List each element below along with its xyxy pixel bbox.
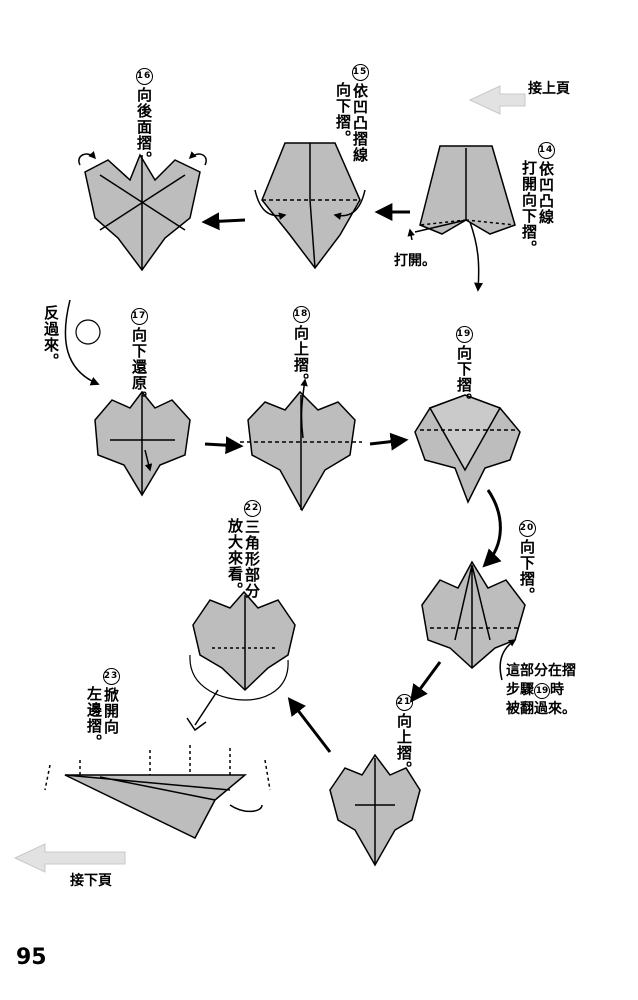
step18-text: 18向上摺。	[292, 306, 310, 389]
flow-arrow-15-16	[201, 212, 246, 231]
note-step-number: 19	[534, 683, 550, 699]
flow-arrow-19-20	[482, 489, 502, 568]
note-pointer-arrow	[499, 639, 517, 681]
step14-text: 14依凹凸線	[537, 142, 555, 225]
turn-over-arrow	[64, 299, 100, 386]
turn-over-text: 反過來。	[42, 305, 60, 369]
step20-number: 20	[518, 520, 536, 537]
step22-model	[192, 590, 296, 692]
step23-model	[44, 745, 271, 839]
step19-number: 19	[455, 326, 473, 343]
step19-text: 19向下摺。	[455, 326, 473, 409]
step15-text: 15依凹凸摺線	[351, 64, 369, 163]
flow-arrow-21-22	[287, 697, 332, 753]
step16-model	[78, 151, 207, 272]
page-number: 95	[16, 945, 47, 970]
step14-model	[407, 145, 516, 292]
step21-text: 21向上摺。	[395, 694, 413, 777]
next-page-arrow[interactable]	[13, 843, 126, 873]
step15-model	[254, 142, 366, 270]
flow-arrow-17-18	[204, 436, 244, 455]
step23-text2: 左邊摺。	[85, 686, 103, 750]
step14-number: 14	[537, 142, 555, 159]
step17-number: 17	[130, 308, 148, 325]
step18-number: 18	[292, 306, 310, 323]
step16-text: 16向後面摺。	[135, 68, 153, 167]
step15-number: 15	[351, 64, 369, 81]
step17-model	[94, 390, 191, 497]
step21-number: 21	[395, 694, 413, 711]
step22-text: 22三角形部分	[243, 500, 261, 599]
step22-number: 22	[243, 500, 261, 517]
step18-model	[240, 378, 362, 512]
prev-page-label[interactable]: 接上頁	[528, 81, 570, 97]
step19-model	[414, 394, 521, 504]
step21-model	[329, 753, 421, 867]
magnify-arrow	[186, 689, 219, 732]
step16-number: 16	[135, 68, 153, 85]
turn-over-loop	[75, 319, 101, 345]
next-page-label[interactable]: 接下頁	[70, 873, 112, 889]
flow-arrow-18-19	[369, 432, 409, 451]
step20-text: 20向下摺。	[518, 520, 536, 603]
flow-arrow-20-21	[409, 661, 442, 703]
step23-text: 23掀開向	[102, 668, 120, 735]
step23-number: 23	[102, 668, 120, 685]
step14-text2: 打開向下摺。	[520, 160, 538, 256]
step22-text2: 放大來看。	[226, 518, 244, 598]
step20-model	[421, 560, 526, 670]
step14-open-label: 打開。	[394, 253, 436, 269]
step17-text: 17向下還原。	[130, 308, 148, 407]
magnify-circle	[189, 654, 289, 701]
prev-page-arrow[interactable]	[468, 85, 526, 115]
step15-text2: 向下摺。	[334, 82, 352, 146]
